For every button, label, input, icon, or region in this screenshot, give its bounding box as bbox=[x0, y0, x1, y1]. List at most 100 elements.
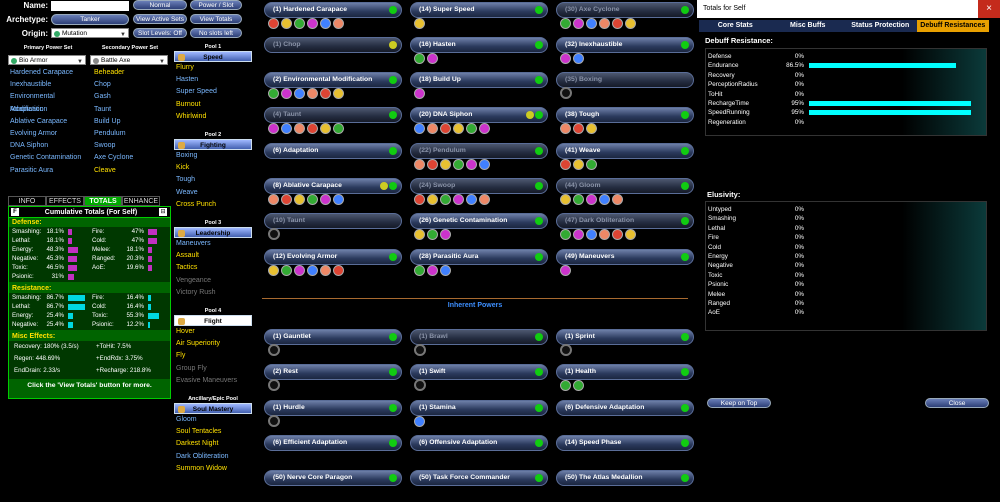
enhancement-icon[interactable] bbox=[453, 159, 464, 170]
secondary-power-item[interactable]: Axe Cyclone bbox=[94, 154, 134, 162]
enhancement-icon[interactable] bbox=[560, 18, 571, 29]
enhancement-icon[interactable] bbox=[599, 18, 610, 29]
pool-select[interactable]: Flight bbox=[174, 315, 252, 326]
pool-power-item[interactable]: Boxing bbox=[176, 152, 198, 159]
view-active-sets-button[interactable]: View Active Sets bbox=[133, 14, 187, 24]
enhancement-icon[interactable] bbox=[560, 159, 571, 170]
enhancement-icon[interactable] bbox=[479, 159, 490, 170]
inherent-slot[interactable]: (1) Hurdle bbox=[264, 400, 402, 416]
pool-select[interactable]: Fighting bbox=[174, 139, 252, 150]
enhancement-icon[interactable] bbox=[612, 18, 623, 29]
pool-power-item[interactable]: Tactics bbox=[176, 264, 198, 272]
primary-power-item[interactable]: Parasitic Aura bbox=[10, 166, 54, 174]
enhancement-icon[interactable] bbox=[307, 194, 318, 205]
enhancement-icon[interactable] bbox=[281, 123, 292, 134]
enhancement-icon[interactable] bbox=[294, 88, 305, 99]
pool-power-item[interactable]: Hasten bbox=[176, 76, 199, 84]
close-button[interactable]: Close bbox=[925, 398, 989, 408]
enhancement-icon[interactable] bbox=[414, 229, 425, 240]
inherent-slot[interactable]: (6) Offensive Adaptation bbox=[410, 435, 548, 451]
name-input[interactable] bbox=[51, 1, 129, 11]
power-slot[interactable]: (14) Super Speed bbox=[410, 2, 548, 18]
inherent-slot[interactable]: (6) Efficient Adaptation bbox=[264, 435, 402, 451]
primary-power-item[interactable]: Environmental Modification bbox=[10, 93, 55, 113]
slot-levels-button[interactable]: Slot Levels: Off bbox=[133, 28, 187, 38]
enhancement-icon[interactable] bbox=[586, 18, 597, 29]
secondary-power-item[interactable]: Pendulum bbox=[94, 129, 126, 137]
enhancement-icon[interactable] bbox=[268, 88, 279, 99]
enhancement-icon[interactable] bbox=[479, 194, 490, 205]
power-slot[interactable]: (6) Adaptation bbox=[264, 143, 402, 159]
inherent-slot[interactable]: (1) Sprint bbox=[556, 329, 694, 345]
enhancement-icon[interactable] bbox=[625, 229, 636, 240]
primary-power-item[interactable]: Hardened Carapace bbox=[10, 69, 74, 76]
enhancement-icon[interactable] bbox=[466, 159, 477, 170]
primary-power-item[interactable]: DNA Siphon bbox=[10, 142, 49, 150]
pool-power-item[interactable]: Victory Rush bbox=[176, 288, 216, 296]
window-tab[interactable]: Misc Buffs bbox=[771, 20, 844, 32]
power-slot[interactable]: (49) Maneuvers bbox=[556, 249, 694, 265]
enhancement-icon[interactable] bbox=[573, 194, 584, 205]
enhancement-icon[interactable] bbox=[440, 159, 451, 170]
enhancement-icon[interactable] bbox=[573, 229, 584, 240]
power-slot[interactable]: (32) Inexhaustible bbox=[556, 37, 694, 53]
enhancement-icon[interactable] bbox=[427, 229, 438, 240]
enhancement-icon[interactable] bbox=[281, 265, 292, 276]
enhancement-icon[interactable] bbox=[307, 123, 318, 134]
enhancement-icon[interactable] bbox=[294, 123, 305, 134]
pool-power-item[interactable]: Flurry bbox=[176, 64, 194, 71]
enhancement-icon[interactable] bbox=[586, 229, 597, 240]
secondary-power-item[interactable]: Build Up bbox=[94, 117, 121, 125]
enhancement-icon[interactable] bbox=[427, 159, 438, 170]
enhancement-icon[interactable] bbox=[560, 265, 571, 276]
enhancement-icon[interactable] bbox=[427, 194, 438, 205]
enhancement-icon[interactable] bbox=[440, 229, 451, 240]
power-slot[interactable]: (20) DNA Siphon bbox=[410, 107, 548, 123]
secondary-power-item[interactable]: Cleave bbox=[94, 166, 116, 174]
pool-power-item[interactable]: Weave bbox=[176, 188, 198, 196]
power-slot[interactable]: (22) Pendulum bbox=[410, 143, 548, 159]
enhancement-icon[interactable] bbox=[414, 194, 425, 205]
enhancement-icon[interactable] bbox=[414, 159, 425, 170]
power-slot[interactable]: (16) Hasten bbox=[410, 37, 548, 53]
enhancement-icon[interactable] bbox=[414, 18, 425, 29]
enhancement-icon[interactable] bbox=[281, 18, 292, 29]
info-tab-info[interactable]: INFO bbox=[8, 196, 46, 206]
expand-icon[interactable]: ⊟ bbox=[159, 208, 167, 216]
enhancement-icon[interactable] bbox=[268, 18, 279, 29]
power-slot[interactable]: (47) Dark Obliteration bbox=[556, 213, 694, 229]
power-slot[interactable]: (26) Genetic Contamination bbox=[410, 213, 548, 229]
inherent-slot[interactable]: (1) Gauntlet bbox=[264, 329, 402, 345]
enhancement-icon[interactable] bbox=[294, 194, 305, 205]
enhancement-icon[interactable] bbox=[573, 123, 584, 134]
secondary-power-item[interactable]: Swoop bbox=[94, 142, 116, 150]
enhancement-icon[interactable] bbox=[599, 229, 610, 240]
inherent-slot[interactable]: (1) Brawl bbox=[410, 329, 548, 345]
power-slot[interactable]: (12) Evolving Armor bbox=[264, 249, 402, 265]
window-tab[interactable]: Core Stats bbox=[699, 20, 772, 32]
enhancement-icon[interactable] bbox=[294, 265, 305, 276]
power-slot[interactable]: (4) Taunt bbox=[264, 107, 402, 123]
power-slot[interactable]: (28) Parasitic Aura bbox=[410, 249, 548, 265]
pool-power-item[interactable]: Air Superiority bbox=[176, 340, 220, 348]
primary-power-item[interactable]: Ablative Carapace bbox=[10, 117, 68, 125]
enhancement-icon[interactable] bbox=[427, 265, 438, 276]
info-tab-enhance[interactable]: ENHANCE bbox=[122, 196, 160, 206]
pool-power-item[interactable]: Fly bbox=[176, 352, 186, 360]
enhancement-icon[interactable] bbox=[294, 18, 305, 29]
secondary-power-item[interactable]: Chop bbox=[94, 81, 111, 89]
enhancement-icon[interactable] bbox=[268, 123, 279, 134]
enhancement-icon[interactable] bbox=[320, 18, 331, 29]
pool-power-item[interactable]: Hover bbox=[176, 328, 195, 335]
enhancement-icon[interactable] bbox=[560, 229, 571, 240]
enhancement-icon[interactable] bbox=[560, 194, 571, 205]
pool-select[interactable]: Leadership bbox=[174, 227, 252, 238]
enhancement-icon[interactable] bbox=[333, 123, 344, 134]
enhancement-icon[interactable] bbox=[573, 18, 584, 29]
enhancement-icon[interactable] bbox=[427, 53, 438, 64]
enhancement-icon[interactable] bbox=[560, 123, 571, 134]
keep-on-top-button[interactable]: Keep on Top bbox=[707, 398, 771, 408]
empty-slot-icon[interactable] bbox=[268, 415, 280, 427]
pool-power-item[interactable]: Tough bbox=[176, 176, 196, 184]
empty-slot-icon[interactable] bbox=[414, 379, 426, 391]
